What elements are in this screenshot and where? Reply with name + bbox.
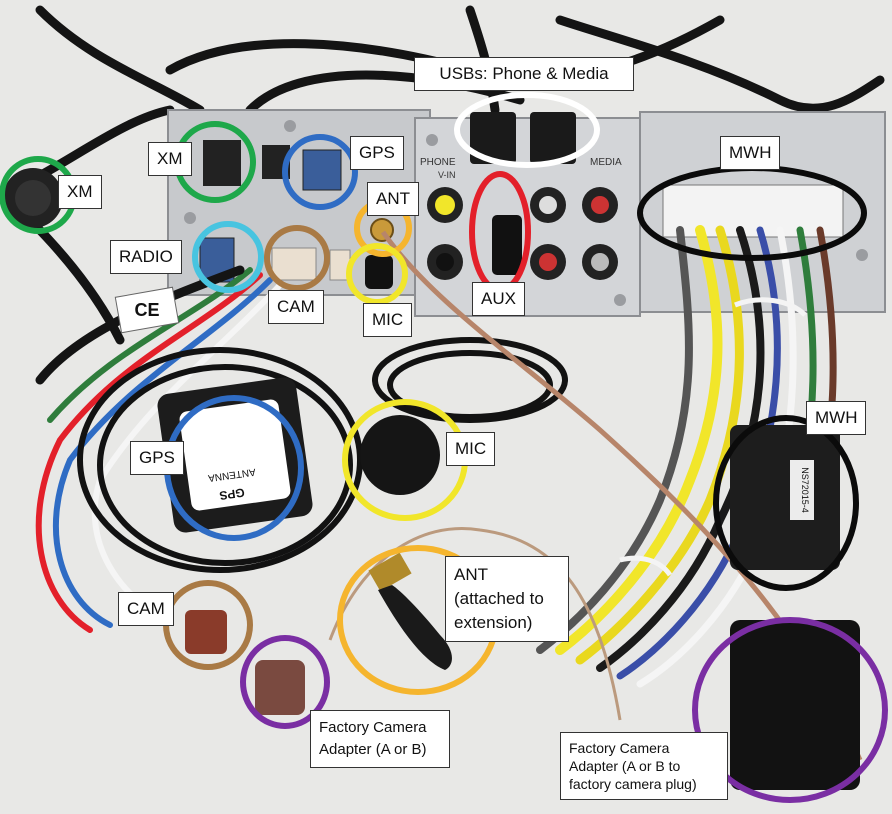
gps-fakra-plug [302,149,342,191]
ce-tag: CE [114,286,180,334]
label-mwh-right: MWH [806,401,867,435]
label-gps-top: GPS [350,136,404,170]
label-xm-top: XM [148,142,192,176]
ring-mic-top [346,243,408,305]
xm-harness-plug [203,140,241,186]
label-xm-left: XM [58,175,102,209]
label-mic-top: MIC [363,303,413,337]
extension-cable [328,527,622,721]
label-ant-top: ANT [367,182,419,216]
label-mwh-top: MWH [720,136,781,170]
cam-rca-connectors [185,610,305,715]
ring-mwh-right [713,415,859,591]
usb-plug-media [530,112,576,164]
ring-gps-top [282,134,358,210]
label-cam-top: CAM [268,290,324,324]
aux-plug [492,215,522,275]
ring-factory-right [692,617,888,803]
label-cam-low: CAM [118,592,174,626]
mwh-black-block: NS72015-4 [730,425,840,570]
label-mic-mid: MIC [446,432,496,466]
ring-usbs [454,92,600,168]
zip-ties [619,297,807,577]
ring-cam-top [264,225,330,291]
label-gps-mid: GPS [130,441,184,475]
label-factory-cam-right: Factory Camera Adapter (A or B to factor… [560,732,728,800]
label-ant-mid: ANT (attached to extension) [445,556,569,642]
gps-antenna-print: GPS [218,485,245,502]
mic-jack-plug [365,255,393,289]
ce-mark: CE [134,300,159,320]
factory-adapter-block [730,620,860,790]
vin-print: V-IN [438,170,456,180]
ring-radio [192,221,264,293]
usb-plug-phone [470,112,516,164]
black-coils [77,337,568,573]
xm-round-connector [3,168,63,228]
label-radio: RADIO [110,240,182,274]
cam-harness-plug [271,247,317,281]
part-number-print: NS72015-4 [800,467,810,513]
ant-stub-antenna [368,552,452,670]
ring-factory-left [240,635,330,729]
label-factory-cam-left: Factory Camera Adapter (A or B) [310,710,450,768]
media-print: MEDIA [590,157,622,168]
label-usbs: USBs: Phone & Media [414,57,634,91]
label-aux: AUX [472,282,525,316]
phone-print: PHONE [420,157,456,168]
mic-foam [360,415,440,495]
mwh-white-connector [662,184,844,238]
gps-antenna-puck: GPS ANTENNA [157,377,313,533]
rca-jacks [427,187,618,280]
